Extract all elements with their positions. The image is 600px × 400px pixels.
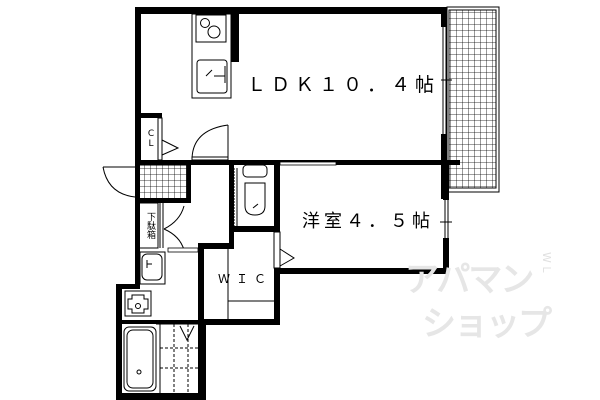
- kitchen: [191, 13, 232, 99]
- shoe-cabinet-label: 下駄箱: [145, 212, 155, 239]
- bathtub: [123, 323, 198, 393]
- washbasin: [139, 251, 166, 285]
- washroom-door: [167, 247, 199, 253]
- sliding-door: [279, 161, 392, 166]
- walls: [116, 7, 460, 400]
- wic-detail: [227, 231, 295, 319]
- watermark-logo: アパマン ショップ W L: [400, 252, 570, 352]
- closet: [157, 117, 180, 161]
- western-room-label: 洋室４．５帖: [302, 211, 434, 232]
- balcony: [446, 6, 500, 193]
- shoe-cabinet: [138, 202, 185, 251]
- wic-label: ＷＩＣ: [218, 272, 273, 286]
- ldk-label: ＬＤＫ１０．４帖: [247, 74, 440, 96]
- toilet: [233, 164, 268, 226]
- closet-label: CL: [146, 129, 156, 149]
- entrance-tile: [138, 164, 188, 200]
- ldk-door: [191, 124, 229, 161]
- windows: [440, 27, 452, 238]
- watermark-line2: ショップ: [422, 304, 552, 344]
- front-door: [102, 166, 136, 198]
- watermark-line1: アパマン: [405, 260, 534, 300]
- washing-machine-pan: [124, 290, 152, 317]
- watermark-wl: W L: [540, 252, 553, 273]
